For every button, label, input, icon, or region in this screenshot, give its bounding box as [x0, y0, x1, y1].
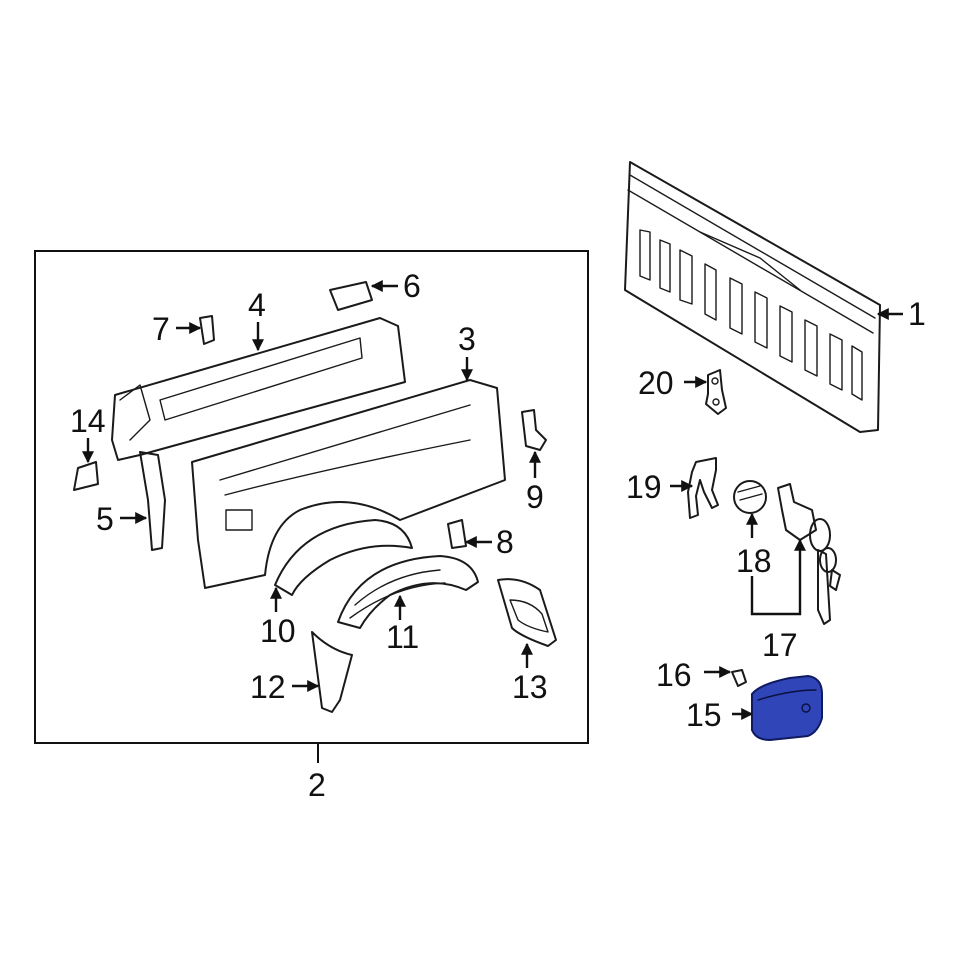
- callout-3: 3: [458, 321, 476, 357]
- callout-10: 10: [260, 613, 296, 649]
- callout-1: 1: [908, 296, 926, 332]
- part-wheel-house[interactable]: [274, 519, 413, 596]
- part-top-bracket[interactable]: [329, 281, 373, 311]
- part-inner-bed-side[interactable]: [111, 317, 406, 461]
- part-wheel-house-liner[interactable]: [337, 555, 479, 629]
- part-hinge-bracket[interactable]: [705, 369, 727, 415]
- callout-18: 18: [736, 543, 772, 579]
- part-fuel-door-highlighted[interactable]: [751, 674, 823, 742]
- part-splash-guard[interactable]: [497, 578, 557, 647]
- part-tailgate[interactable]: [624, 161, 881, 433]
- callout-17: 17: [762, 627, 798, 663]
- part-lock-cylinder-keys[interactable]: [777, 483, 841, 625]
- part-lower-bracket[interactable]: [447, 519, 467, 549]
- part-front-pillar[interactable]: [139, 451, 166, 551]
- callout-20: 20: [638, 365, 674, 401]
- part-gusset[interactable]: [311, 631, 353, 713]
- callout-labels: 1 2 3 4 5 6 7 8 9 10 11 12 13 14 15 16 1…: [70, 268, 926, 803]
- callout-11: 11: [386, 619, 419, 655]
- part-screw[interactable]: [731, 669, 747, 687]
- callout-16: 16: [656, 657, 692, 693]
- leader-arrows: [82, 280, 903, 720]
- callout-6: 6: [403, 268, 421, 304]
- callout-12: 12: [250, 669, 286, 705]
- bracket-17: [750, 538, 806, 616]
- part-clip[interactable]: [199, 315, 215, 345]
- part-lock-cap[interactable]: [733, 480, 767, 514]
- part-small-bracket[interactable]: [73, 461, 99, 491]
- callout-9: 9: [526, 479, 544, 515]
- callout-14: 14: [70, 403, 106, 439]
- bed-assembly-frame: [34, 250, 589, 744]
- callout-19: 19: [626, 469, 662, 505]
- part-outer-bed-side[interactable]: [191, 379, 506, 589]
- callout-15: 15: [686, 697, 722, 733]
- callout-2: 2: [308, 767, 326, 803]
- callout-13: 13: [512, 669, 548, 705]
- callout-4: 4: [248, 287, 266, 323]
- callout-5: 5: [96, 501, 114, 537]
- part-side-bracket[interactable]: [521, 409, 547, 451]
- callout-7: 7: [152, 311, 170, 347]
- callout-8: 8: [496, 524, 514, 560]
- part-latch-clip[interactable]: [687, 457, 719, 519]
